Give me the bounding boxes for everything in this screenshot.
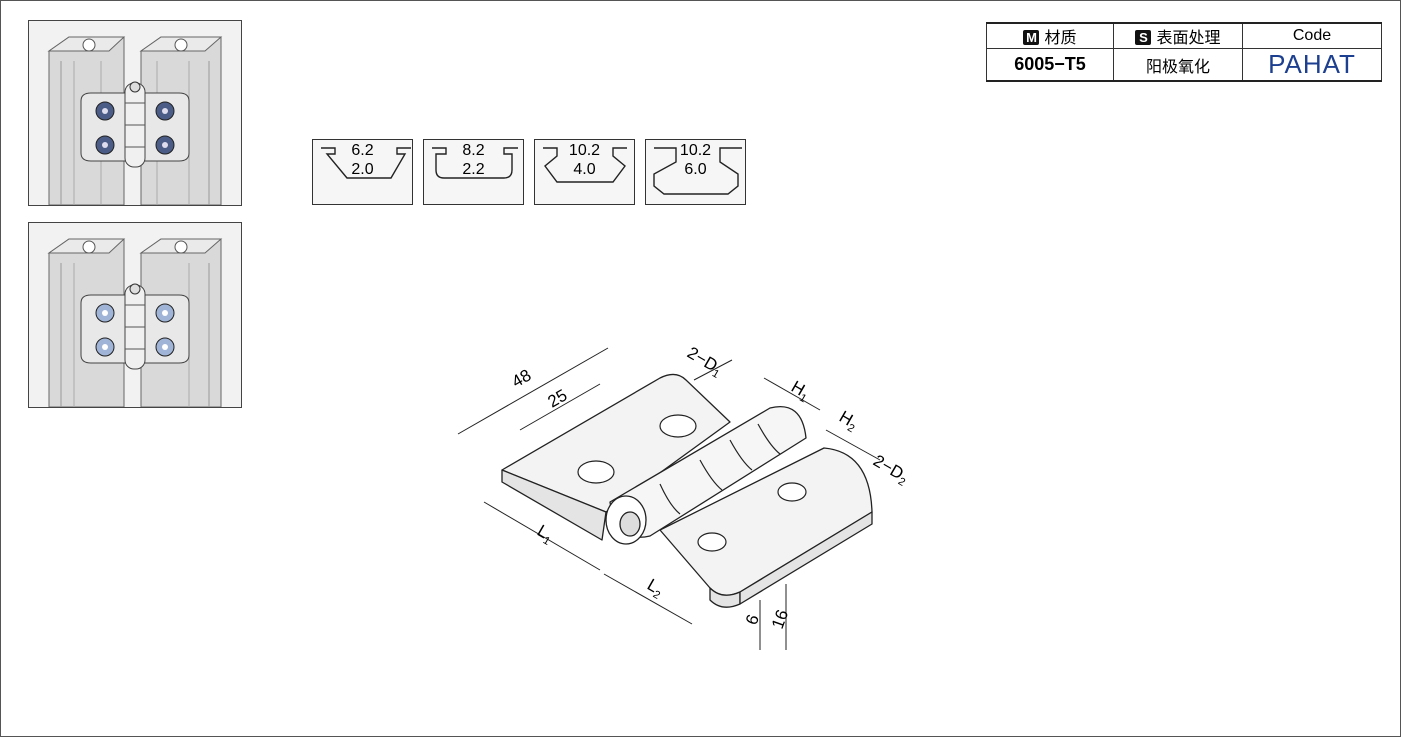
- slot-depth-label: 2.0: [351, 161, 374, 178]
- dim-hole-d1: 2−D1: [683, 343, 727, 381]
- left-leaf: [501, 373, 731, 513]
- dim-h2: H2: [835, 407, 862, 435]
- dim-l1: L1: [533, 521, 558, 548]
- hole-right-back: [777, 482, 807, 502]
- slot-profile-2: 8.2 2.2: [423, 139, 524, 205]
- slot-depth-label: 2.2: [462, 161, 485, 178]
- photo-hinge-installed-1: [28, 20, 242, 206]
- hole-right-front: [697, 532, 727, 552]
- hole-left-front: [577, 460, 615, 484]
- surface-badge: S: [1135, 30, 1152, 45]
- code-header: Code: [1242, 22, 1382, 49]
- code-value: PAHAT: [1242, 48, 1382, 82]
- slot-width-label: 10.2: [679, 142, 712, 159]
- material-value: 6005−T5: [986, 48, 1114, 82]
- dim-h1: H1: [787, 377, 814, 405]
- slot-width-label: 6.2: [351, 142, 374, 159]
- slot-profile-1: 6.2 2.0: [312, 139, 413, 205]
- hole-left-back: [659, 414, 697, 438]
- material-badge: M: [1023, 30, 1040, 45]
- surface-value: 阳极氧化: [1113, 48, 1243, 82]
- slot-width-label: 8.2: [462, 142, 485, 159]
- slot-depth-label: 4.0: [573, 161, 596, 178]
- photo-hinge-installed-2: [28, 222, 242, 408]
- dim-height: 16: [768, 607, 792, 631]
- dim-overall-width: 48: [509, 366, 535, 392]
- slot-depth-label: 6.0: [684, 161, 707, 178]
- dim-hole-pitch: 25: [545, 386, 571, 412]
- slot-profile-3: 10.2 4.0: [534, 139, 635, 205]
- slot-width-label: 10.2: [568, 142, 601, 159]
- slot-profile-4: 10.2 6.0: [645, 139, 746, 205]
- hinge-dimension-drawing: 48 25 2−D1 H1 H2 2−D2 L1 L2 6 16: [457, 343, 907, 650]
